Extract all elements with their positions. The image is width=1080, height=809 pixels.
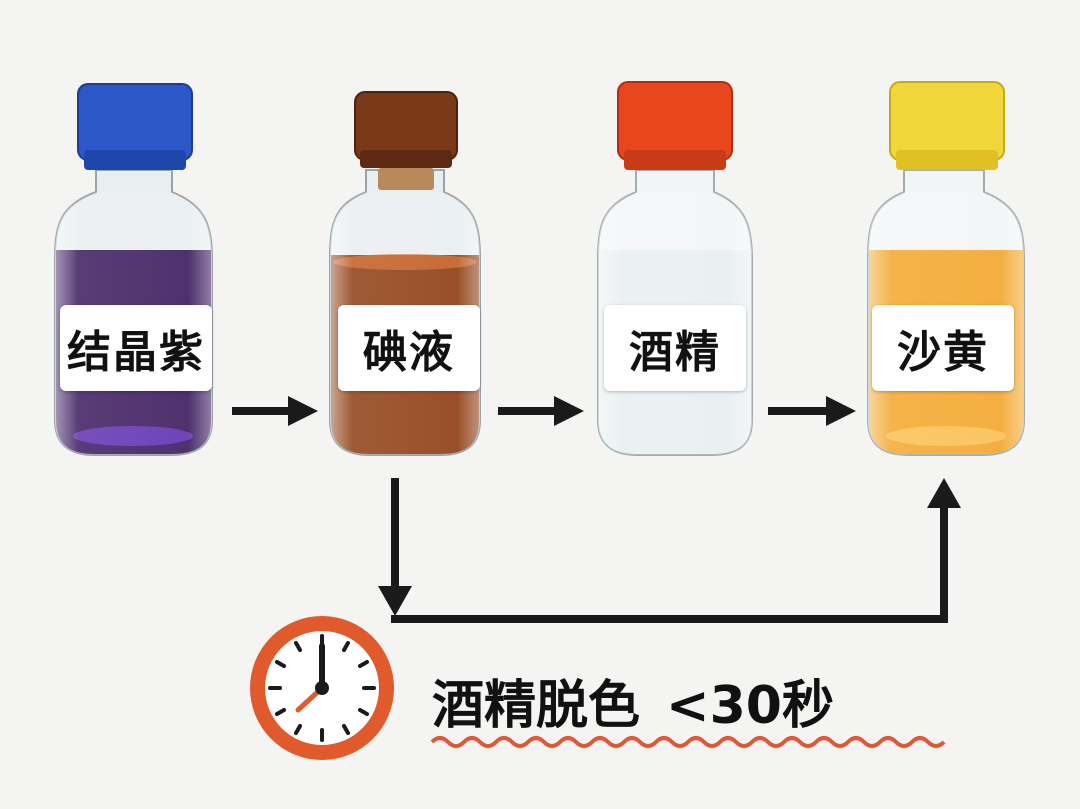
arrow-bypass: [378, 478, 961, 623]
flow-arrows: [232, 396, 961, 623]
label-alcohol: 酒精: [604, 305, 746, 391]
caption-text: 酒精脱色: [432, 675, 641, 736]
cap-brown: [354, 91, 458, 161]
caption: 酒精脱色 <30秒: [432, 664, 952, 736]
cap-red: [617, 81, 733, 161]
label-crystal-violet: 结晶紫: [60, 305, 212, 391]
label-iodine: 碘液: [338, 305, 480, 391]
cap-yellow: [889, 81, 1005, 161]
clock-icon: [250, 616, 394, 760]
arrow-step2-to-step3: [498, 396, 584, 426]
bottle-crystal-violet: [54, 83, 213, 456]
caption-time: <30秒: [666, 675, 834, 736]
bottle-iodine: [329, 91, 481, 456]
arrow-step3-to-step4: [768, 396, 856, 426]
bottle-alcohol: [597, 81, 753, 456]
label-safranin: 沙黄: [872, 305, 1014, 391]
cap-blue: [77, 83, 193, 161]
bottle-safranin: [867, 81, 1025, 456]
arrow-step1-to-step2: [232, 396, 318, 426]
wavy-underline: [430, 736, 946, 748]
